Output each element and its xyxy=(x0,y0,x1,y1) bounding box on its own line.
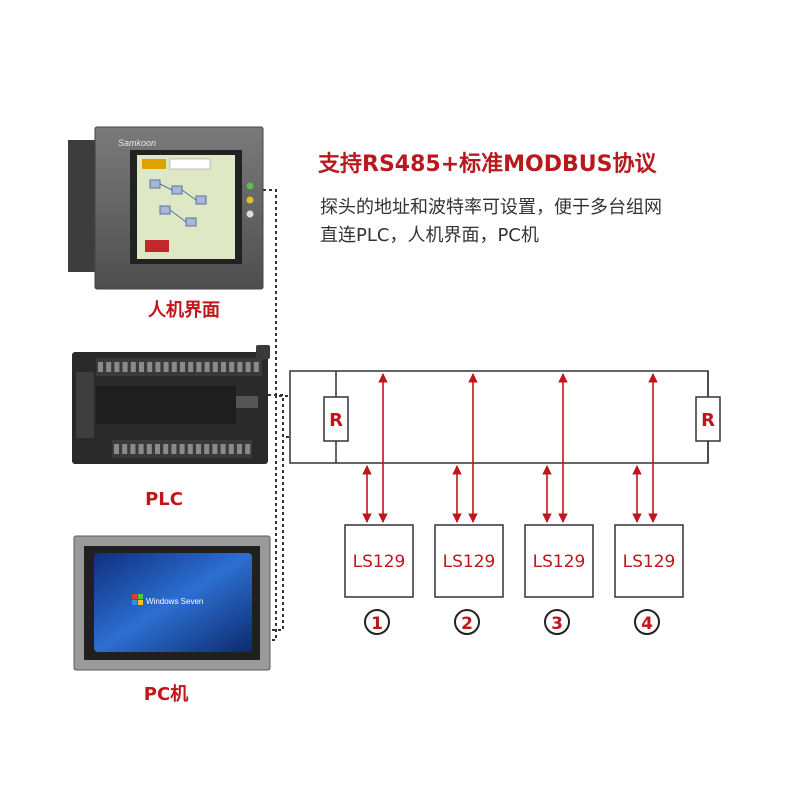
plc-device xyxy=(72,345,270,464)
terminating-resistor-left: R xyxy=(323,396,349,442)
sensor-box xyxy=(524,524,594,598)
sensor-box xyxy=(614,524,684,598)
description-line-2: 直连PLC，人机界面，PC机 xyxy=(320,225,539,246)
description-line-1: 探头的地址和波特率可设置，便于多台组网 xyxy=(320,197,662,218)
plc-terminal xyxy=(237,362,243,372)
hmi-brand-logo: Samkoon xyxy=(118,138,156,148)
node-number-circle xyxy=(454,609,480,635)
plc-terminal xyxy=(138,444,144,454)
plc-terminal xyxy=(114,362,120,372)
node-number-circle xyxy=(634,609,660,635)
plc-terminal xyxy=(196,444,201,454)
plc-terminal xyxy=(228,444,234,454)
pc-screen-text: Windows Seven xyxy=(146,597,203,606)
node-number-circle xyxy=(544,609,570,635)
node-number-circle xyxy=(364,609,390,635)
plc-terminal xyxy=(163,362,169,372)
plc-terminal xyxy=(204,444,210,454)
sensor-nodes: LS129 1 LS129 2 LS129 3 LS129 4 xyxy=(344,373,684,635)
plc-terminal xyxy=(155,444,160,454)
sensor-label: LS129 xyxy=(533,552,586,572)
pc-screen xyxy=(94,553,252,652)
sensor-label: LS129 xyxy=(353,552,406,572)
sensor-node: LS129 2 xyxy=(434,373,504,635)
plc-terminal xyxy=(180,362,185,372)
plc-terminal xyxy=(221,362,226,372)
node-number: 1 xyxy=(371,614,383,634)
plc-terminal xyxy=(163,444,169,454)
pc-device: Windows Seven xyxy=(73,535,271,671)
plc-terminal xyxy=(188,362,194,372)
plc-terminal xyxy=(220,444,226,454)
plc-terminal xyxy=(196,362,202,372)
plc-terminal xyxy=(106,362,112,372)
device-connection-lines xyxy=(263,189,290,641)
hmi-label: 人机界面 xyxy=(148,300,220,321)
plc-terminal xyxy=(171,444,177,454)
pc-label: PC机 xyxy=(143,684,189,705)
plc-terminal xyxy=(155,362,161,372)
resistor-label: R xyxy=(701,410,715,431)
plc-terminal xyxy=(204,362,210,372)
plc-terminal xyxy=(130,444,136,454)
plc-terminal xyxy=(146,444,152,454)
plc-terminal xyxy=(212,362,218,372)
plc-label: PLC xyxy=(145,489,183,510)
sensor-label: LS129 xyxy=(443,552,496,572)
plc-terminal xyxy=(147,362,153,372)
sensor-label: LS129 xyxy=(623,552,676,572)
node-number: 2 xyxy=(461,614,473,634)
sensor-node: LS129 3 xyxy=(524,373,594,635)
plc-terminal xyxy=(187,444,193,454)
sensor-node: LS129 4 xyxy=(614,373,684,635)
plc-terminal xyxy=(245,444,251,454)
plc-terminal xyxy=(237,444,242,454)
plc-terminal xyxy=(139,362,144,372)
plc-terminal xyxy=(122,444,128,454)
rs485-bus xyxy=(289,370,709,464)
plc-terminal xyxy=(98,362,103,372)
plc-terminal xyxy=(229,362,235,372)
hmi-device: Samkoon xyxy=(68,126,264,290)
plc-terminal xyxy=(212,444,218,454)
resistor-label: R xyxy=(329,410,343,431)
plc-terminal xyxy=(179,444,185,454)
plc-terminal xyxy=(122,362,128,372)
sensor-node: LS129 1 xyxy=(344,373,414,635)
plc-terminal xyxy=(245,362,251,372)
node-number: 3 xyxy=(551,614,563,634)
sensor-box xyxy=(344,524,414,598)
terminating-resistor-right: R xyxy=(695,396,721,442)
plc-terminal xyxy=(114,444,119,454)
plc-terminal xyxy=(171,362,177,372)
plc-terminal xyxy=(253,362,259,372)
node-number: 4 xyxy=(641,614,653,634)
plc-terminal xyxy=(130,362,136,372)
sensor-box xyxy=(434,524,504,598)
page-title: 支持RS485+标准MODBUS协议 xyxy=(318,152,657,177)
